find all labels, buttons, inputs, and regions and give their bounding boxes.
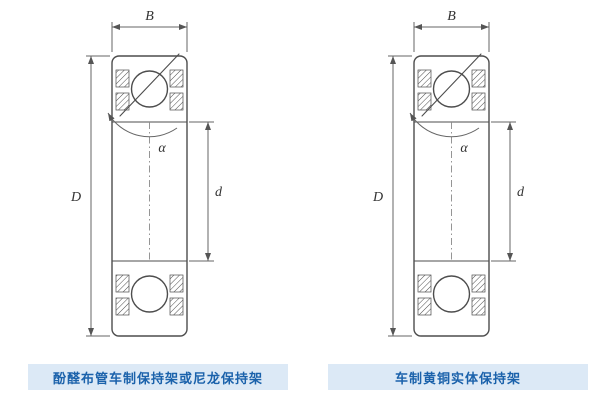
outer-diameter-dimension xyxy=(388,55,412,337)
width-dimension xyxy=(111,22,188,52)
caption-left: 酚醛布管车制保持架或尼龙保持架 xyxy=(28,364,288,390)
width-label: B xyxy=(447,9,456,24)
contact-angle-label: α xyxy=(158,141,166,156)
ball-top xyxy=(432,70,471,108)
bore-diameter-label: d xyxy=(517,185,525,200)
ball-top xyxy=(130,70,169,108)
width-dimension xyxy=(413,22,490,52)
bore-diameter-dimension xyxy=(189,121,214,262)
bearing-diagram-right: B D d α xyxy=(372,9,525,337)
contact-angle-arc xyxy=(107,112,178,138)
ball-bottom xyxy=(130,275,169,313)
bore-diameter-label: d xyxy=(215,185,223,200)
bearing-diagram-left: B D d α xyxy=(70,9,223,337)
bore-diameter-dimension xyxy=(491,121,516,262)
outer-diameter-label: D xyxy=(372,190,383,205)
contact-angle-label: α xyxy=(460,141,468,156)
bearing-outer-profile xyxy=(413,55,490,337)
width-label: B xyxy=(145,9,154,24)
caption-right: 车制黄铜实体保持架 xyxy=(328,364,588,390)
outer-diameter-dimension xyxy=(86,55,110,337)
contact-angle-arc xyxy=(409,112,480,138)
ball-bottom xyxy=(432,275,471,313)
hatching xyxy=(115,69,184,316)
hatching xyxy=(417,69,486,316)
outer-diameter-label: D xyxy=(70,190,81,205)
bearing-outer-profile xyxy=(111,55,188,337)
contact-angle-line xyxy=(119,53,180,117)
contact-angle-line xyxy=(421,53,482,117)
